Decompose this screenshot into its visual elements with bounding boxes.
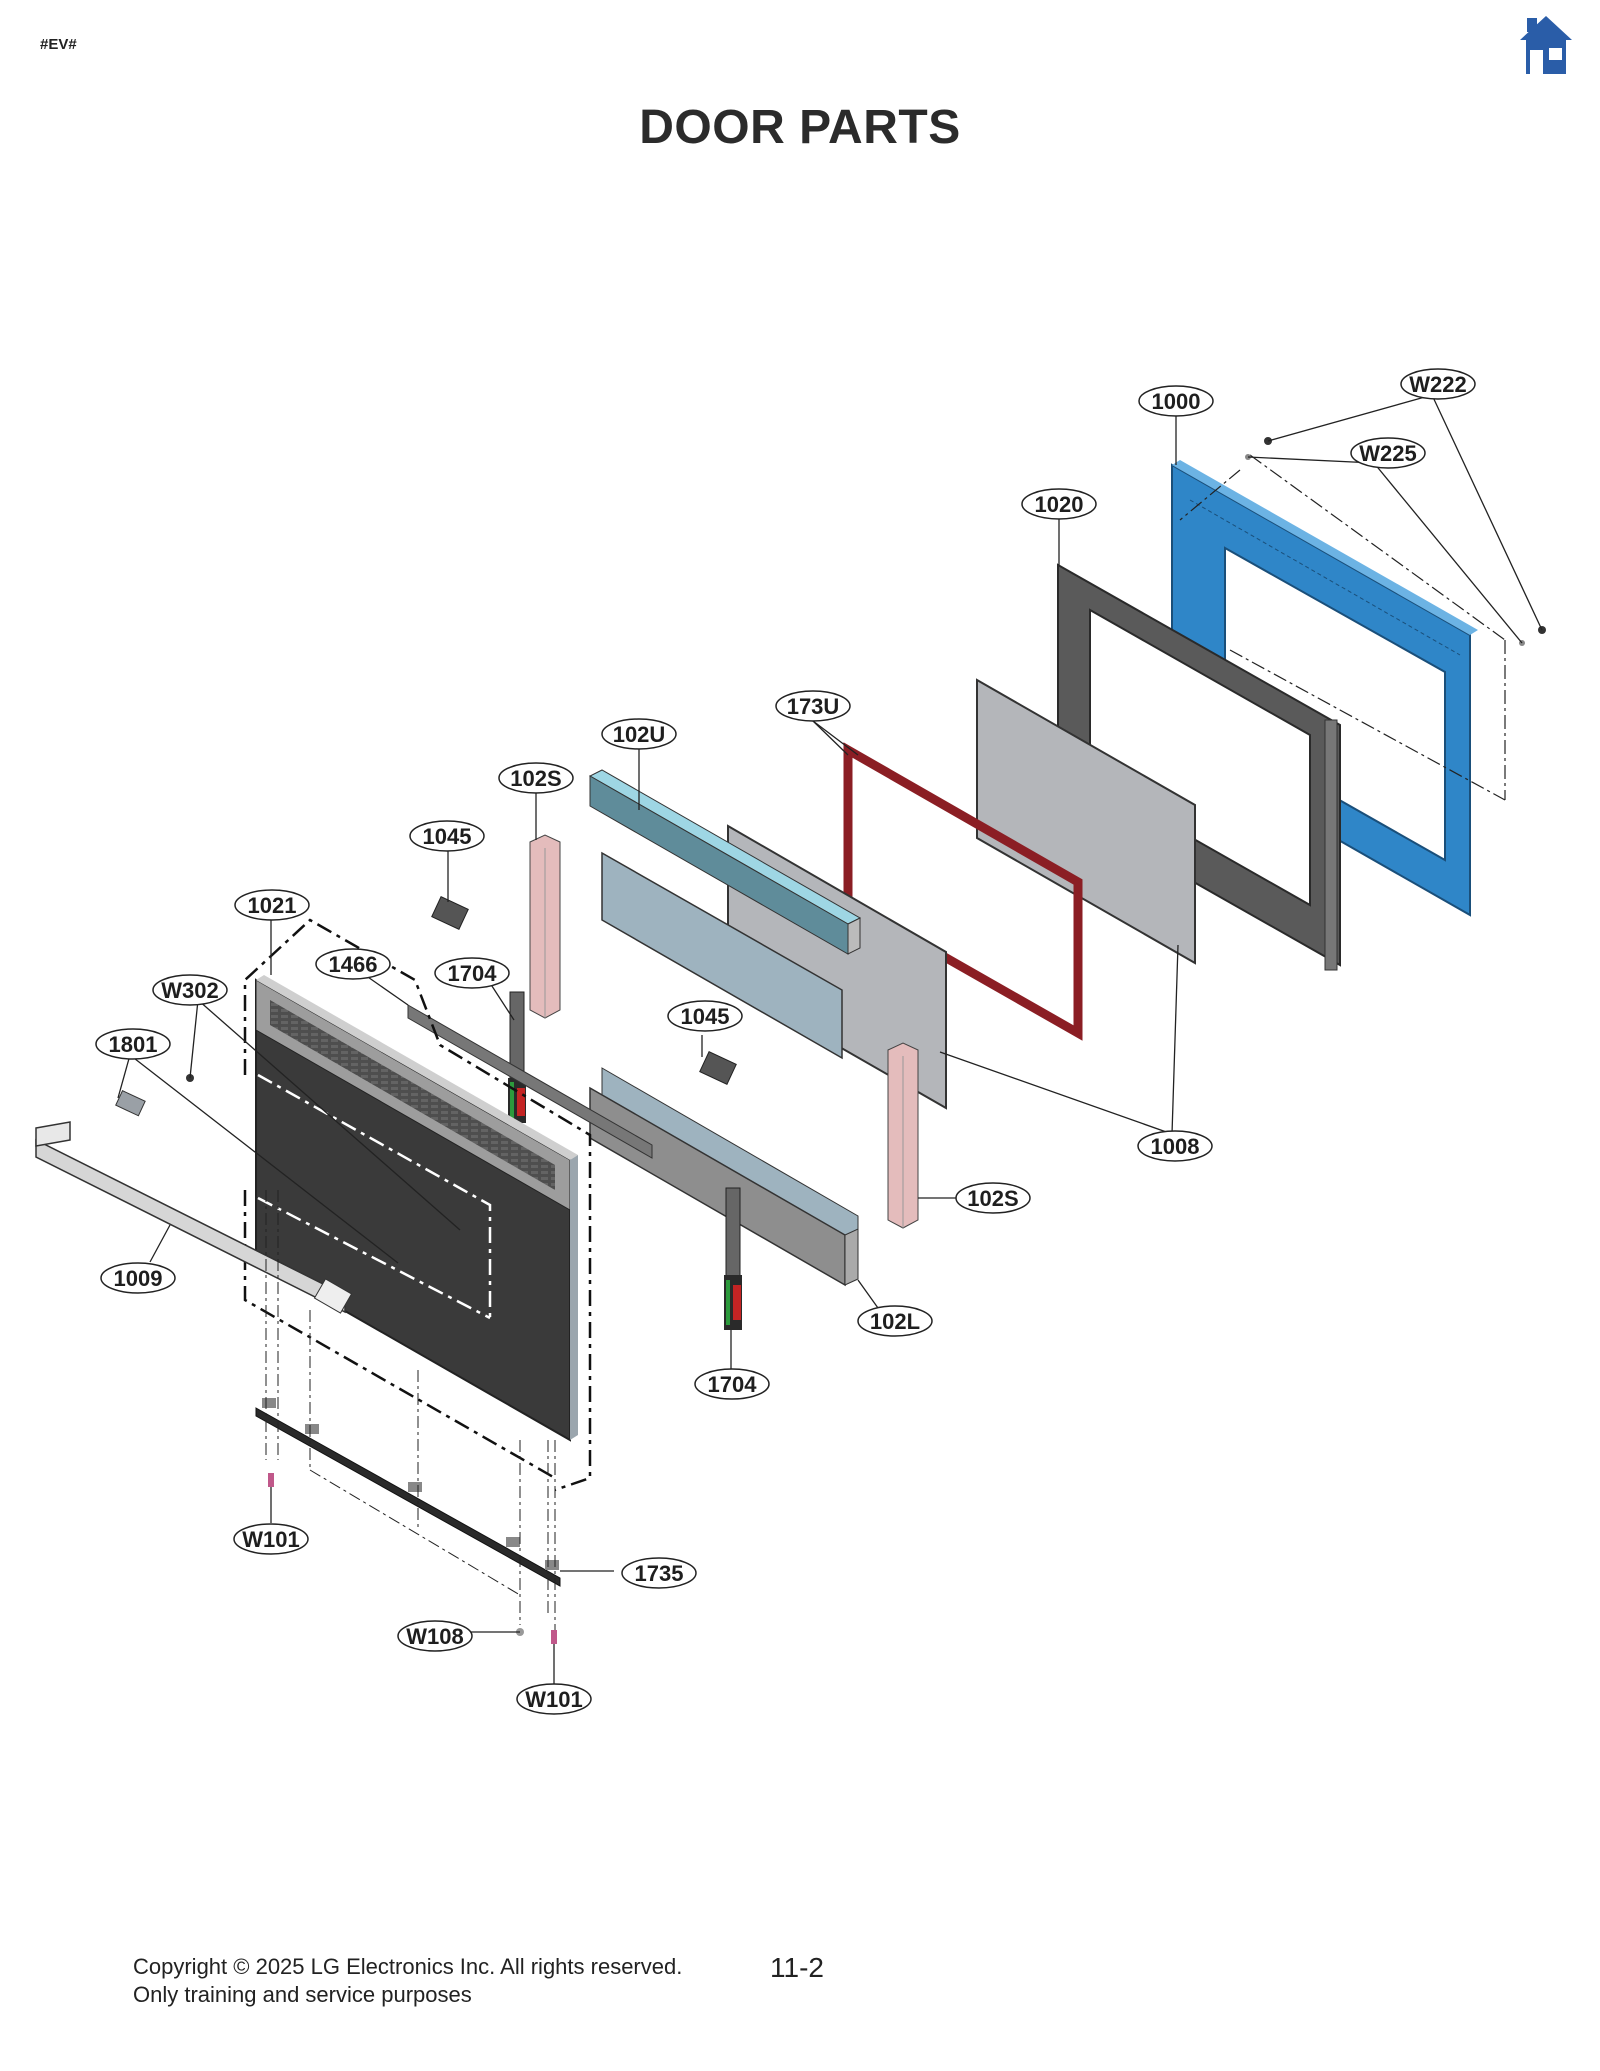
- callout-173U[interactable]: 173U: [775, 690, 851, 722]
- svg-text:1000: 1000: [1152, 389, 1201, 414]
- svg-text:W101: W101: [242, 1527, 299, 1552]
- page-title: DOOR PARTS: [639, 101, 961, 154]
- callout-1466[interactable]: 1466: [315, 948, 391, 980]
- svg-text:1020: 1020: [1035, 492, 1084, 517]
- home-icon: [1520, 16, 1572, 74]
- svg-text:W302: W302: [161, 978, 218, 1003]
- svg-text:W225: W225: [1359, 441, 1416, 466]
- guide-lines-door: [243, 918, 592, 1492]
- svg-text:1735: 1735: [635, 1561, 684, 1586]
- part-hinge-top: [508, 991, 526, 1123]
- document-code-tag: #EV#: [40, 36, 77, 53]
- svg-text:173U: 173U: [787, 694, 840, 719]
- svg-text:1045: 1045: [681, 1004, 730, 1029]
- part-clip-mid: [699, 1051, 737, 1085]
- callout-1045-mid[interactable]: 1045: [667, 1000, 743, 1032]
- callout-W108[interactable]: W108: [397, 1620, 473, 1652]
- callout-W101-left[interactable]: W101: [233, 1523, 309, 1555]
- svg-text:102L: 102L: [870, 1309, 920, 1334]
- part-vent-trim: [407, 1004, 653, 1159]
- callout-1735[interactable]: 1735: [621, 1557, 697, 1589]
- svg-text:102U: 102U: [613, 722, 666, 747]
- callout-1801[interactable]: 1801: [95, 1028, 171, 1060]
- callout-102S-bottom[interactable]: 102S: [955, 1182, 1031, 1214]
- callout-102U[interactable]: 102U: [601, 718, 677, 750]
- part-plate: [115, 1090, 146, 1117]
- callout-W225[interactable]: W225: [1350, 437, 1426, 469]
- callout-1704-top[interactable]: 1704: [434, 957, 510, 989]
- callout-1021[interactable]: 1021: [234, 889, 310, 921]
- part-door-front: [255, 975, 578, 1442]
- callout-1008[interactable]: 1008: [1137, 1130, 1213, 1162]
- svg-text:1021: 1021: [248, 893, 297, 918]
- svg-text:1704: 1704: [448, 961, 498, 986]
- callout-W302[interactable]: W302: [152, 974, 228, 1006]
- part-side-insulation-bottom: [887, 1042, 919, 1229]
- part-upper-insulation: [588, 769, 862, 955]
- callout-1009[interactable]: 1009: [100, 1262, 176, 1294]
- part-bottom-rail: [255, 1398, 561, 1587]
- svg-text:1008: 1008: [1151, 1134, 1200, 1159]
- svg-text:1801: 1801: [109, 1032, 158, 1057]
- svg-text:W108: W108: [406, 1624, 463, 1649]
- copyright-text: Copyright © 2025 LG Electronics Inc. All…: [133, 1954, 683, 1979]
- part-gasket: [843, 742, 1083, 1041]
- part-glass-panel-back: [976, 678, 1196, 965]
- part-upper-insulation-sheet: [601, 851, 843, 1060]
- leader-lines: [117, 394, 1543, 1684]
- svg-text:1704: 1704: [708, 1372, 758, 1397]
- page-number: 11-2: [770, 1952, 824, 1983]
- svg-text:W222: W222: [1409, 372, 1466, 397]
- callout-1000[interactable]: 1000: [1138, 385, 1214, 417]
- svg-text:1466: 1466: [329, 952, 378, 977]
- part-door-handle: [35, 1121, 353, 1314]
- svg-text:1009: 1009: [114, 1266, 163, 1291]
- part-side-insulation-top: [529, 834, 561, 1019]
- callout-1020[interactable]: 1020: [1021, 488, 1097, 520]
- part-clip-top: [431, 896, 469, 930]
- part-inner-frame: [1057, 563, 1341, 971]
- home-button[interactable]: [1518, 12, 1574, 76]
- svg-text:1045: 1045: [423, 824, 472, 849]
- svg-text:102S: 102S: [510, 766, 561, 791]
- callout-102L[interactable]: 102L: [857, 1305, 933, 1337]
- svg-text:W101: W101: [525, 1687, 582, 1712]
- callout-1704-bottom[interactable]: 1704: [694, 1368, 770, 1400]
- footer-copyright: Copyright © 2025 LG Electronics Inc. All…: [133, 1953, 682, 2009]
- callout-102S-top[interactable]: 102S: [498, 762, 574, 794]
- part-lower-insulation: [589, 1067, 859, 1287]
- callout-W222[interactable]: W222: [1400, 368, 1476, 400]
- callout-1045-top[interactable]: 1045: [409, 820, 485, 852]
- part-hinge-bottom: [724, 1187, 742, 1330]
- callout-W101-right[interactable]: W101: [516, 1683, 592, 1715]
- svg-text:102S: 102S: [967, 1186, 1018, 1211]
- purpose-text: Only training and service purposes: [133, 1982, 472, 2007]
